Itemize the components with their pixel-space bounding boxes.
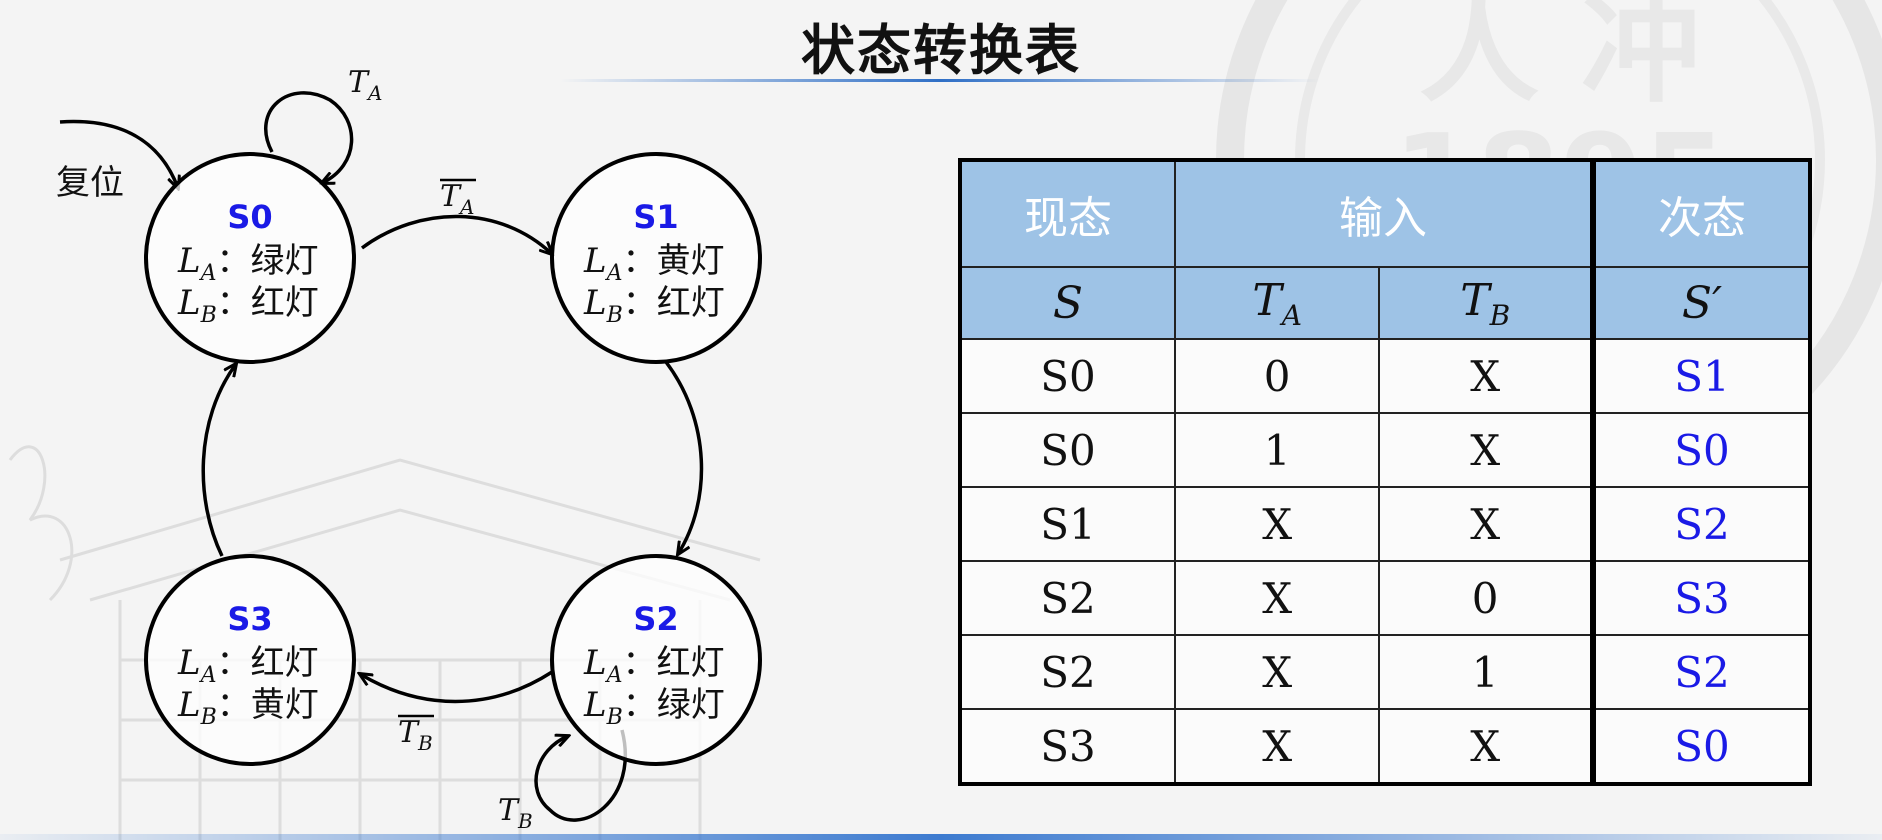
- edge-s3-to-s0: [201, 364, 236, 557]
- header-s-next: S′: [1590, 266, 1811, 340]
- edge-s0-to-s1: [360, 214, 552, 254]
- state-name: S0: [227, 198, 272, 236]
- cell-present-state: S2: [959, 560, 1176, 636]
- cell-ta: X: [1173, 560, 1381, 636]
- s2-self-loop-label: TB: [498, 793, 533, 833]
- title-underline: [560, 79, 1320, 82]
- state-la-line: LA：绿灯: [177, 241, 318, 286]
- state-la-line: LA：红灯: [583, 643, 724, 688]
- table-row: S0 1 X S0: [959, 412, 1811, 488]
- s0-self-loop-label: TA: [348, 65, 382, 105]
- cell-present-state: S3: [959, 708, 1176, 785]
- footer-accent-line: [0, 834, 1882, 840]
- reset-label: 复位: [56, 163, 124, 203]
- table-row: S3 X X S0: [959, 708, 1811, 785]
- cell-ta: X: [1173, 486, 1381, 562]
- cell-next-state: S0: [1590, 412, 1811, 488]
- cell-tb: X: [1378, 412, 1594, 488]
- s0-self-loop: [264, 91, 354, 183]
- cell-present-state: S0: [959, 338, 1176, 414]
- state-name: S2: [633, 600, 678, 638]
- state-name: S3: [227, 600, 272, 638]
- table-row: S2 X 0 S3: [959, 560, 1811, 636]
- header-present-state: 现态: [959, 159, 1176, 268]
- table-row: S0 0 X S1: [959, 338, 1811, 414]
- cell-ta: 0: [1173, 338, 1381, 414]
- state-transition-table: 现态 输入 次态 S TA TB S′ S0 0 X S1 S0 1 X: [958, 158, 1812, 786]
- state-lb-line: LB：红灯: [177, 283, 319, 328]
- state-s3: S3 LA：红灯 LB：黄灯: [144, 554, 356, 766]
- svg-text:人 冲: 人 冲: [1419, 0, 1701, 119]
- state-s0: S0 LA：绿灯 LB：红灯: [144, 152, 356, 364]
- table-row: S2 X 1 S2: [959, 634, 1811, 710]
- state-lb-line: LB：绿灯: [583, 685, 725, 730]
- svg-text:TB: TB: [398, 715, 433, 755]
- cell-present-state: S2: [959, 634, 1176, 710]
- header-s: S: [959, 266, 1176, 340]
- state-diagram: S0 LA：绿灯 LB：红灯 S1 LA：黄灯 LB：红灯 S2 LA：红灯 L…: [56, 65, 762, 833]
- header-tb: TB: [1378, 266, 1594, 340]
- page-title: 状态转换表: [801, 19, 1081, 82]
- cell-tb: X: [1378, 338, 1594, 414]
- edge-s2-to-s3: [360, 670, 553, 704]
- state-lb-line: LB：红灯: [583, 283, 725, 328]
- state-transition-table-wrap: 现态 输入 次态 S TA TB S′ S0 0 X S1 S0 1 X: [958, 158, 1812, 786]
- cell-tb: X: [1378, 486, 1594, 562]
- header-inputs: 输入: [1174, 159, 1594, 268]
- state-la-line: LA：黄灯: [583, 241, 724, 286]
- cell-ta: X: [1173, 708, 1381, 785]
- cell-tb: 0: [1378, 560, 1594, 636]
- cell-tb: 1: [1378, 634, 1594, 710]
- state-la-line: LA：红灯: [177, 643, 318, 688]
- cell-present-state: S1: [959, 486, 1176, 562]
- table-row: S1 X X S2: [959, 486, 1811, 562]
- cell-ta: 1: [1173, 412, 1381, 488]
- state-lb-line: LB：黄灯: [177, 685, 319, 730]
- cell-tb: X: [1378, 708, 1594, 785]
- svg-text:TA: TA: [440, 179, 474, 219]
- symbol-header-row: S TA TB S′: [959, 266, 1811, 340]
- edge-s0-to-s1-label: TA: [440, 178, 476, 219]
- cell-next-state: S3: [1590, 560, 1811, 636]
- cell-present-state: S0: [959, 412, 1176, 488]
- cell-next-state: S0: [1590, 708, 1811, 785]
- state-name: S1: [633, 198, 678, 236]
- reset-arrow: [59, 119, 178, 188]
- cell-ta: X: [1173, 634, 1381, 710]
- state-s1: S1 LA：黄灯 LB：红灯: [550, 152, 762, 364]
- state-s2: S2 LA：红灯 LB：绿灯: [550, 554, 762, 766]
- s2-self-loop: [534, 729, 628, 822]
- edge-s2-to-s3-label: TB: [398, 714, 434, 755]
- cell-next-state: S2: [1590, 486, 1811, 562]
- header-ta: TA: [1173, 266, 1380, 340]
- group-header-row: 现态 输入 次态: [959, 159, 1811, 268]
- cell-next-state: S2: [1590, 634, 1811, 710]
- header-next-state: 次态: [1590, 159, 1811, 268]
- edge-s1-to-s2: [664, 360, 704, 554]
- cell-next-state: S1: [1590, 338, 1811, 414]
